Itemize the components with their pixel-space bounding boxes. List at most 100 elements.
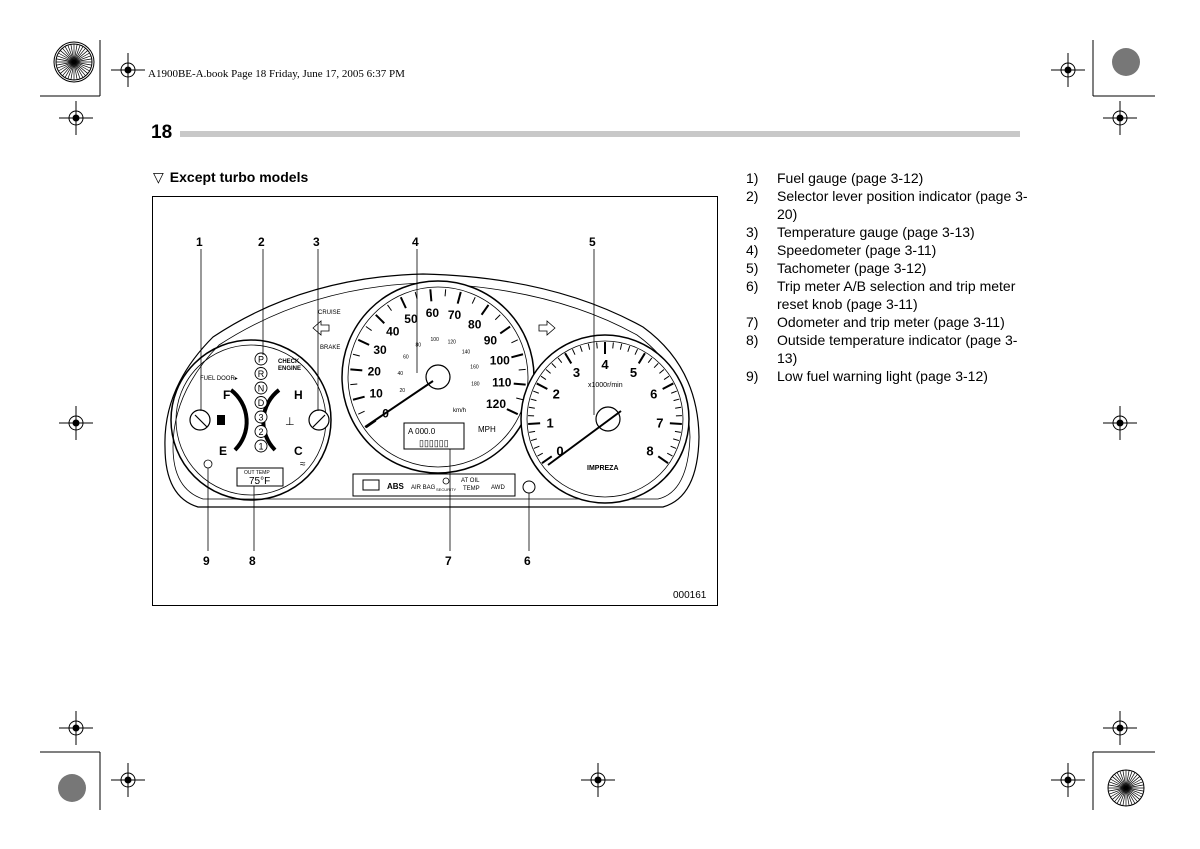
- tach-unit-label: x1000r/min: [588, 382, 623, 389]
- tachometer-tick: [533, 390, 540, 394]
- caption-item: 9) Low fuel warning light (page 3-12): [746, 367, 1036, 385]
- speedometer-tick: [513, 382, 526, 386]
- tachometer-tick: [675, 406, 682, 409]
- tachometer-tick: [551, 363, 557, 369]
- speedometer-tick: [358, 410, 365, 415]
- selector-position-label: R: [258, 369, 265, 379]
- awd-warning-label: AWD: [491, 485, 505, 491]
- selector-position-circle: [254, 439, 268, 453]
- tachometer-tick-label: 1: [547, 416, 554, 431]
- tachometer-tick: [667, 452, 673, 457]
- abs-warning-label: ABS: [387, 482, 405, 491]
- callout-5: 5: [589, 235, 596, 249]
- caption-number: 4): [746, 242, 759, 258]
- caption-text: Low fuel warning light (page 3-12): [777, 368, 988, 384]
- speedometer-mph-tick-label: 40: [386, 325, 400, 339]
- tachometer-tick: [627, 345, 631, 352]
- figure-code: 000161: [673, 590, 707, 601]
- speedometer-tick: [444, 289, 447, 297]
- speedometer-tick: [506, 408, 519, 416]
- tachometer-tick: [612, 342, 614, 349]
- speedometer-tick: [352, 353, 360, 357]
- tachometer-tick-label: 3: [573, 365, 580, 380]
- caption-item: 1)Fuel gauge (page 3-12): [746, 169, 1036, 187]
- speedometer-tick: [471, 297, 476, 304]
- callout-7: 7: [445, 554, 452, 568]
- cruise-label: CRUISE: [318, 310, 341, 316]
- caption-text: Tachometer (page 3-12): [777, 260, 927, 276]
- selector-position-label: N: [258, 384, 265, 394]
- page-number: 18: [151, 122, 173, 143]
- tachometer-tick: [659, 369, 665, 374]
- selector-position-circle: [254, 396, 268, 409]
- selector-position-circle: [254, 352, 268, 366]
- security-label: SECURITY: [436, 487, 457, 492]
- caption-item: 7)Odometer and trip meter (page 3-11): [746, 313, 1036, 331]
- speedometer-mph-tick-label: 20: [368, 364, 382, 378]
- caption-text: Odometer and trip meter (page 3-11): [777, 314, 1005, 330]
- speedometer-tick: [456, 291, 462, 304]
- speedometer-tick: [429, 289, 433, 302]
- caption-item: 5)Tachometer (page 3-12): [746, 259, 1036, 277]
- selector-position-circle: [254, 381, 268, 395]
- tachometer-tick: [637, 352, 646, 364]
- tachometer-tick: [528, 406, 535, 409]
- right-turn-signal-icon: [538, 320, 556, 336]
- tachometer-tick: [669, 422, 682, 426]
- tachometer-tick: [564, 352, 573, 364]
- selector-position-circle: [254, 367, 268, 380]
- tachometer-tick: [674, 430, 681, 433]
- callout-3: 3: [313, 235, 320, 249]
- caption-number: 2): [746, 188, 759, 204]
- tachometer-tick-label: 0: [556, 444, 563, 459]
- tachometer-tick: [670, 445, 677, 449]
- tachometer-tick-label: 6: [650, 387, 657, 402]
- tachometer-tick: [587, 343, 591, 350]
- speedometer-kmh-tick-label: 80: [416, 343, 422, 349]
- speedometer-needle-hub: [425, 364, 451, 390]
- coolant-temp-icon: ⊥: [285, 416, 295, 428]
- speedometer-mph-tick-label: 90: [484, 333, 498, 347]
- speedometer-kmh-tick-label: 60: [403, 355, 409, 361]
- cluster-housing: [164, 273, 700, 508]
- speedometer-tick: [511, 339, 518, 344]
- trip-display: A 000.0: [408, 427, 436, 436]
- caption-number: 3): [746, 224, 759, 240]
- speedometer-kmh-tick-label: 100: [431, 337, 440, 343]
- speedometer-mph-tick-label: 70: [448, 308, 462, 322]
- oil-can-icon: ≈: [300, 459, 306, 470]
- tachometer-tick: [533, 445, 540, 449]
- fuel-full-label: F: [223, 388, 230, 402]
- caption-text: Temperature gauge (page 3-13): [777, 224, 975, 240]
- caption-text: Speedometer (page 3-11): [777, 242, 937, 258]
- caption-number: 9): [746, 368, 759, 384]
- tachometer-tick: [530, 398, 537, 402]
- selector-position-label: 1: [258, 442, 263, 452]
- caption-text: Selector lever position indicator (page …: [777, 188, 1028, 222]
- caption-item: 6)Trip meter A/B selection and trip mete…: [746, 277, 1036, 313]
- at-oil-temp-label-line2: TEMP: [463, 486, 480, 492]
- selector-position-circle: [254, 425, 268, 438]
- speedometer-mph-tick-label: 60: [426, 306, 440, 320]
- speedometer-tick: [499, 325, 511, 335]
- selector-position-circle: [254, 410, 268, 424]
- tachometer-tick: [529, 430, 536, 433]
- tachometer-tick: [596, 342, 598, 349]
- section-title: ▽Except turbo models: [153, 169, 308, 186]
- tachometer-tick-label: 4: [601, 357, 609, 372]
- check-engine-line1: CHECK: [278, 359, 300, 365]
- speedometer-tick: [350, 368, 363, 372]
- callout-1: 1: [196, 235, 203, 249]
- odometer-display: [403, 422, 465, 450]
- caption-item: 2) Selector lever position indicator (pag…: [746, 187, 1036, 223]
- speedometer-kmh-tick-label: 160: [470, 364, 479, 370]
- speedometer-needle: [364, 380, 434, 428]
- tach-brand-label: IMPREZA: [587, 465, 619, 472]
- tachometer-tick: [673, 438, 680, 442]
- at-oil-temp-label-line1: AT OIL: [461, 478, 480, 484]
- tachometer-tick: [619, 343, 623, 350]
- speedometer-mph-tick-label: 80: [468, 318, 482, 332]
